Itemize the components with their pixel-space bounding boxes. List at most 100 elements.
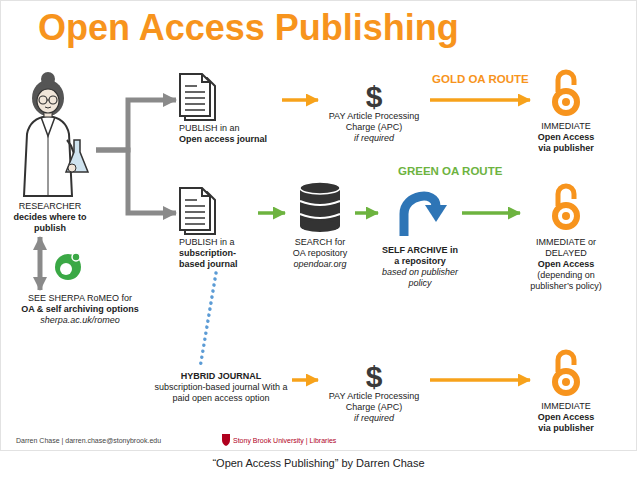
document-icon-part	[180, 188, 210, 230]
open-access-lock-part	[562, 98, 570, 106]
node-text: subscription-based journal	[179, 248, 255, 270]
flow-arrow	[96, 100, 176, 150]
flow-arrow	[292, 378, 318, 382]
university-shield-part	[222, 434, 230, 446]
researcher-figure	[24, 72, 88, 196]
node-text: Open Access via publisher	[533, 412, 599, 434]
sherpa-romeo-logo-part	[60, 263, 72, 275]
flow-arrow	[462, 211, 520, 215]
database-icon	[300, 182, 340, 232]
node-text: opendoar.org	[288, 259, 352, 270]
node-text: RESEARCHER	[7, 201, 93, 212]
flow-arrow	[355, 211, 378, 215]
open-access-node: IMMEDIATE or DELAYEDOpen Access(dependin…	[520, 180, 612, 295]
researcher-figure-part	[37, 89, 59, 113]
node-text: Open Access	[523, 259, 609, 270]
node-text: SEARCH for OA repository	[288, 237, 352, 259]
document-icon-part	[202, 188, 210, 196]
document-icon	[180, 188, 215, 234]
open-access-node: IMMEDIATEOpen Access via publisher	[530, 346, 602, 437]
researcher-node: RESEARCHERdecides where to publish	[4, 70, 96, 237]
payment-node: $PAY Article Processing Charge (APC)if r…	[318, 80, 430, 147]
flow-arrow	[200, 273, 216, 368]
researcher-figure-part	[39, 96, 47, 104]
flow-arrow	[430, 98, 530, 102]
node-text: OA & self archiving options	[8, 304, 152, 315]
flow-arrow	[38, 237, 43, 290]
database-icon-part	[300, 220, 340, 232]
flow-arrow	[282, 98, 318, 102]
payment-node: $PAY Article Processing Charge (APC)if r…	[318, 360, 430, 427]
open-access-lock-part	[555, 205, 577, 227]
node-text: subscription-based journal With a paid o…	[153, 382, 289, 404]
researcher-figure-part	[48, 136, 49, 196]
researcher-figure-part	[45, 100, 51, 108]
node-text: SELF ARCHIVE in a repository	[381, 245, 459, 267]
node-text: HYBRID JOURNAL	[153, 371, 289, 382]
document-icon	[180, 74, 215, 120]
researcher-figure-part	[24, 116, 72, 196]
sherpa-romeo-logo-part	[55, 254, 81, 280]
document-icon-part	[180, 74, 210, 116]
repository-node: SEARCH for OA repositoryopendoar.org	[285, 178, 355, 273]
open-access-lock	[555, 352, 577, 393]
self-archive-arrow	[404, 196, 447, 236]
route-label: GREEN OA ROUTE	[398, 164, 502, 178]
open-access-node: IMMEDIATEOpen Access via publisher	[530, 66, 602, 157]
document-icon-part	[185, 200, 205, 224]
researcher-figure-part	[66, 140, 88, 172]
node-text: IMMEDIATE or DELAYED	[523, 237, 609, 259]
open-access-lock-part	[562, 212, 570, 220]
diagram-title: Open Access Publishing	[38, 6, 459, 50]
researcher-figure-part	[41, 72, 55, 86]
self-archive-node: SELF ARCHIVE in a repositorybased on pub…	[378, 182, 462, 292]
self-archive-arrow-part	[404, 196, 436, 236]
node-text: decides where to publish	[7, 212, 93, 234]
node-text: IMMEDIATE	[533, 121, 599, 132]
sherpa-romeo-logo-part	[72, 253, 80, 261]
node-text: $	[321, 363, 427, 391]
node-text: Open Access via publisher	[533, 132, 599, 154]
node-text: IMMEDIATE	[533, 401, 599, 412]
open-access-lock-part	[555, 91, 577, 113]
open-access-lock	[555, 186, 577, 227]
open-access-lock-part	[562, 378, 570, 386]
researcher-figure-part	[68, 164, 76, 172]
flow-arrow	[258, 211, 285, 215]
document-icon-part	[185, 86, 205, 110]
node-text: if required	[321, 413, 427, 424]
figure-caption: “Open Access Publishing” by Darren Chase	[0, 456, 637, 470]
flow-arrow	[96, 150, 176, 213]
node-text: based on publisher policy	[381, 267, 459, 289]
self-archive-arrow-part	[425, 205, 447, 222]
open-access-lock-part	[555, 371, 577, 393]
node-text: (depending on publisher’s policy)	[523, 270, 609, 292]
database-icon-part	[300, 182, 340, 194]
institution-text: Stony Brook University | Libraries	[233, 436, 336, 445]
node-text: PUBLISH in a	[179, 237, 255, 248]
publish-node: PUBLISH in anOpen access journal	[176, 72, 282, 148]
hybrid-journal-node: HYBRID JOURNALsubscription-based journal…	[150, 368, 292, 407]
credit-text: Darren Chase | darren.chase@stonybrook.e…	[16, 436, 161, 445]
node-text: sherpa.ac.uk/romeo	[8, 315, 152, 326]
university-shield	[222, 434, 230, 446]
route-label: GOLD OA ROUTE	[432, 72, 529, 86]
node-text: Open access journal	[179, 134, 279, 145]
node-text: $	[321, 83, 427, 111]
node-text: PUBLISH in an	[179, 123, 279, 134]
sherpa-romeo-node: SEE SHERPA RoMEO forOA & self archiving …	[5, 290, 155, 329]
document-icon-part	[202, 74, 210, 82]
database-icon-part	[300, 201, 340, 218]
publish-node: PUBLISH in asubscription-based journal	[176, 186, 258, 273]
researcher-figure-part	[41, 117, 55, 136]
node-text: if required	[321, 133, 427, 144]
image-frame	[1, 1, 637, 451]
sherpa-romeo-logo	[55, 253, 81, 280]
open-access-lock	[555, 72, 577, 113]
node-text: SEE SHERPA RoMEO for	[8, 293, 152, 304]
node-text: PAY Article Processing Charge (APC)	[321, 111, 427, 133]
researcher-figure-part	[49, 96, 57, 104]
node-text: PAY Article Processing Charge (APC)	[321, 391, 427, 413]
flow-arrow	[430, 378, 530, 382]
